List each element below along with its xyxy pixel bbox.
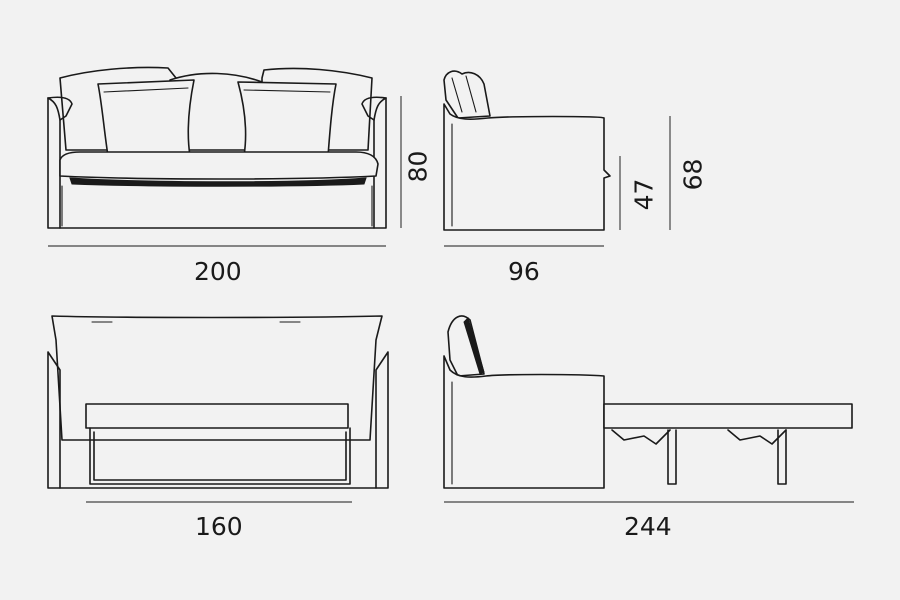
- side-body: [443, 103, 611, 231]
- seat-shadow: [69, 177, 367, 187]
- side-bed-view-sofa: [443, 315, 853, 489]
- bed-legs: [667, 429, 787, 485]
- dim-label-seat-height: 47: [629, 178, 659, 211]
- dim-label-bed-length: 244: [624, 512, 672, 541]
- front-view-sofa: [47, 66, 387, 229]
- side-view-sofa: [443, 70, 611, 231]
- bed-side-back-cushion: [447, 315, 485, 377]
- dim-label-width: 200: [194, 257, 242, 286]
- pillow-front-right: [237, 81, 337, 157]
- dim-label-height: 80: [403, 150, 433, 183]
- front-bed-view-sofa: [47, 315, 389, 489]
- side-back-cushion: [443, 70, 491, 119]
- bed-mattress: [85, 403, 349, 429]
- dim-label-back-height: 68: [678, 158, 708, 191]
- frame-outline: [47, 97, 61, 229]
- bed-side-body: [443, 355, 605, 489]
- dim-label-depth: 96: [508, 257, 540, 286]
- bed-frame: [89, 427, 351, 485]
- bed-extended-mattress: [603, 403, 853, 429]
- bed-mechanism: [611, 429, 787, 445]
- dim-label-bed-width: 160: [195, 512, 243, 541]
- seat-cushion: [59, 151, 379, 180]
